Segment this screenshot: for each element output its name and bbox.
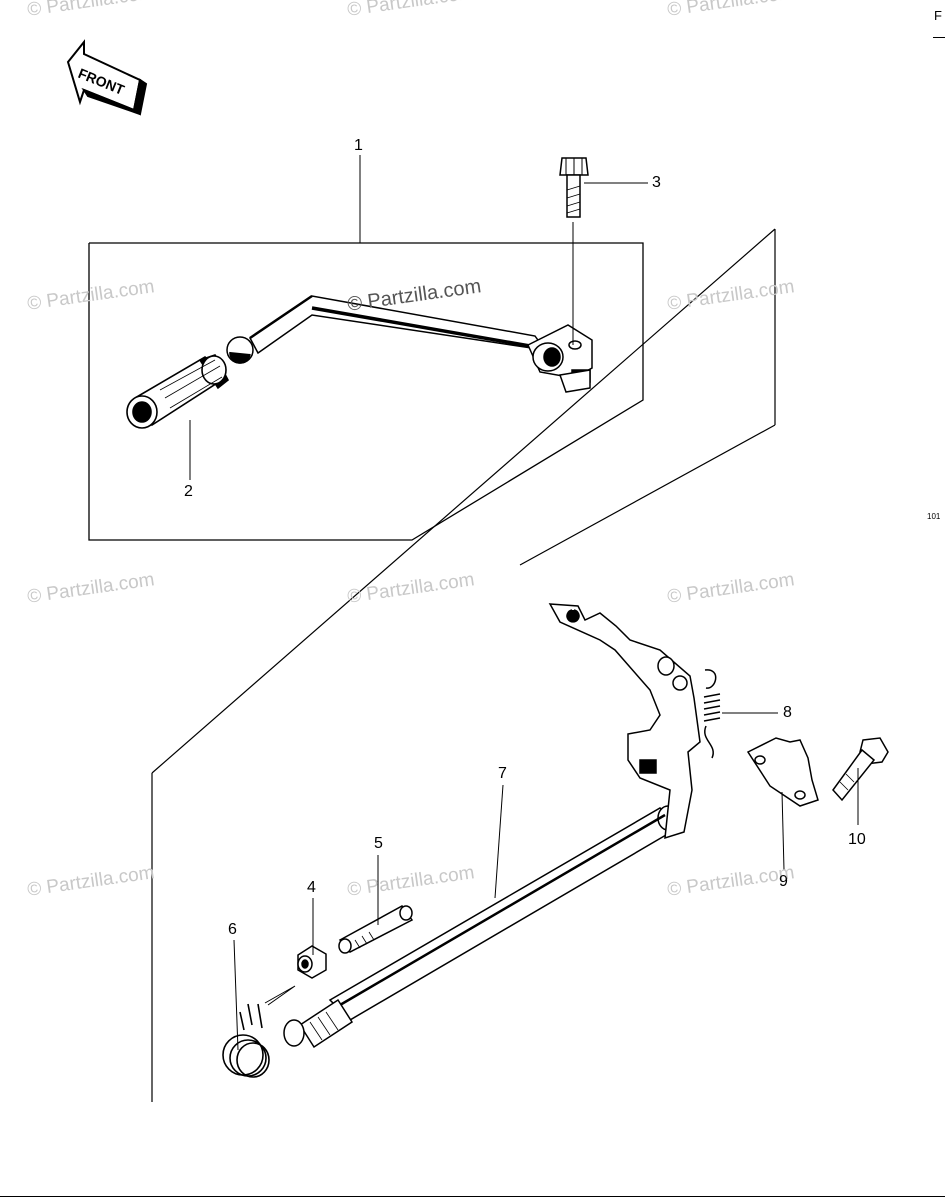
callout-3: 3 xyxy=(652,174,661,191)
group-panel-lower xyxy=(151,228,776,1102)
callout-4: 4 xyxy=(307,879,316,896)
callout-6: 6 xyxy=(228,921,237,938)
spring[interactable] xyxy=(703,669,721,759)
pin[interactable] xyxy=(338,905,414,954)
callout-9: 9 xyxy=(779,873,788,890)
callout-2: 2 xyxy=(184,483,193,500)
assembly-guide-line xyxy=(264,985,296,1006)
shift-arm-plate[interactable] xyxy=(548,603,701,840)
bolt[interactable] xyxy=(832,737,889,802)
return-spring[interactable] xyxy=(222,1003,270,1078)
callout-7: 7 xyxy=(498,765,507,782)
callout-8: 8 xyxy=(783,704,792,721)
edge-dash xyxy=(933,37,945,38)
group-panel-upper xyxy=(88,242,644,541)
callout-5: 5 xyxy=(374,835,383,852)
callout-1: 1 xyxy=(354,137,363,154)
leader-lines xyxy=(189,155,859,1051)
shift-shaft[interactable] xyxy=(283,805,680,1049)
kick-pedal-lever[interactable] xyxy=(226,294,593,393)
side-code: 101 xyxy=(927,512,941,521)
pedal-rubber[interactable] xyxy=(126,354,230,429)
front-arrow-icon xyxy=(66,39,148,116)
nut[interactable] xyxy=(297,945,327,979)
bottom-rule xyxy=(0,1196,945,1197)
callout-10: 10 xyxy=(848,831,866,848)
edge-letter: F xyxy=(934,8,942,23)
pedal-bolt[interactable] xyxy=(559,157,589,218)
plate[interactable] xyxy=(746,737,819,807)
